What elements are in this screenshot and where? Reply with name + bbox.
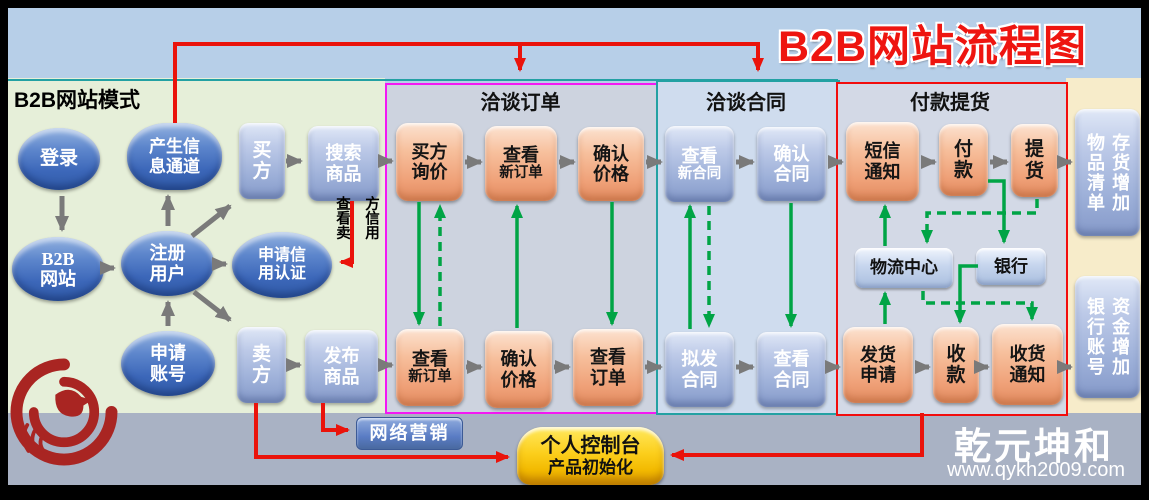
- node-apply-credit: 申请信用认证: [232, 232, 332, 298]
- node-draft-contract: 拟发合同: [665, 332, 734, 407]
- node-login: 登录: [18, 128, 100, 190]
- page-title: B2B网站流程图: [778, 23, 1088, 71]
- node-payment: 付款: [939, 124, 988, 196]
- left-panel-title: B2B网站模式: [14, 89, 141, 112]
- node-register-user: 注册用户: [121, 231, 214, 296]
- node-apply-account: 申请账号: [121, 331, 215, 396]
- node-view-new-contract: 查看新合同: [665, 126, 734, 202]
- node-confirm-price-top: 确认价格: [578, 127, 644, 201]
- node-seller: 卖方: [237, 327, 286, 403]
- node-bank-account: 银行账号 资金增加: [1075, 276, 1140, 398]
- node-search-goods: 搜索商品: [308, 126, 379, 201]
- node-ship-request: 发货申请: [843, 327, 913, 403]
- node-network-marketing: 网络营销: [356, 417, 463, 450]
- node-confirm-price-bottom: 确认价格: [485, 331, 552, 408]
- section-title-order: 洽谈订单: [480, 92, 561, 114]
- node-buyer: 买方: [239, 123, 285, 199]
- node-confirm-contract: 确认合同: [757, 127, 826, 201]
- node-view-new-order-bottom: 查看新订单: [396, 329, 464, 406]
- node-view-order: 查看订单: [573, 329, 643, 406]
- section-title-payment: 付款提货: [910, 92, 990, 114]
- node-inventory-list: 物品清单 存货增加: [1075, 109, 1140, 236]
- brand-website-link[interactable]: www.qykh2009.com: [947, 459, 1125, 481]
- node-receive-notice: 收货通知: [992, 324, 1063, 405]
- node-info-channel: 产生信息通道: [127, 123, 222, 190]
- dragon-logo-icon: [10, 358, 118, 466]
- node-bank: 银行: [976, 248, 1046, 285]
- node-sms-notice: 短信通知: [846, 122, 919, 201]
- brand-name: 乾元坤和: [954, 426, 1114, 467]
- node-view-contract: 查看合同: [757, 332, 826, 407]
- node-logistics-center: 物流中心: [855, 248, 953, 288]
- node-view-new-order-top: 查看新订单: [485, 126, 557, 201]
- node-personal-console: 个人控制台 产品初始化: [517, 427, 664, 485]
- label-check-seller-credit: 查看卖 方信用: [334, 196, 379, 240]
- node-publish-goods: 发布商品: [305, 330, 378, 403]
- node-pickup: 提货: [1011, 124, 1058, 197]
- section-title-contract: 洽谈合同: [706, 92, 786, 114]
- node-collect-money: 收款: [933, 327, 979, 403]
- node-buyer-inquiry: 买方询价: [396, 123, 463, 201]
